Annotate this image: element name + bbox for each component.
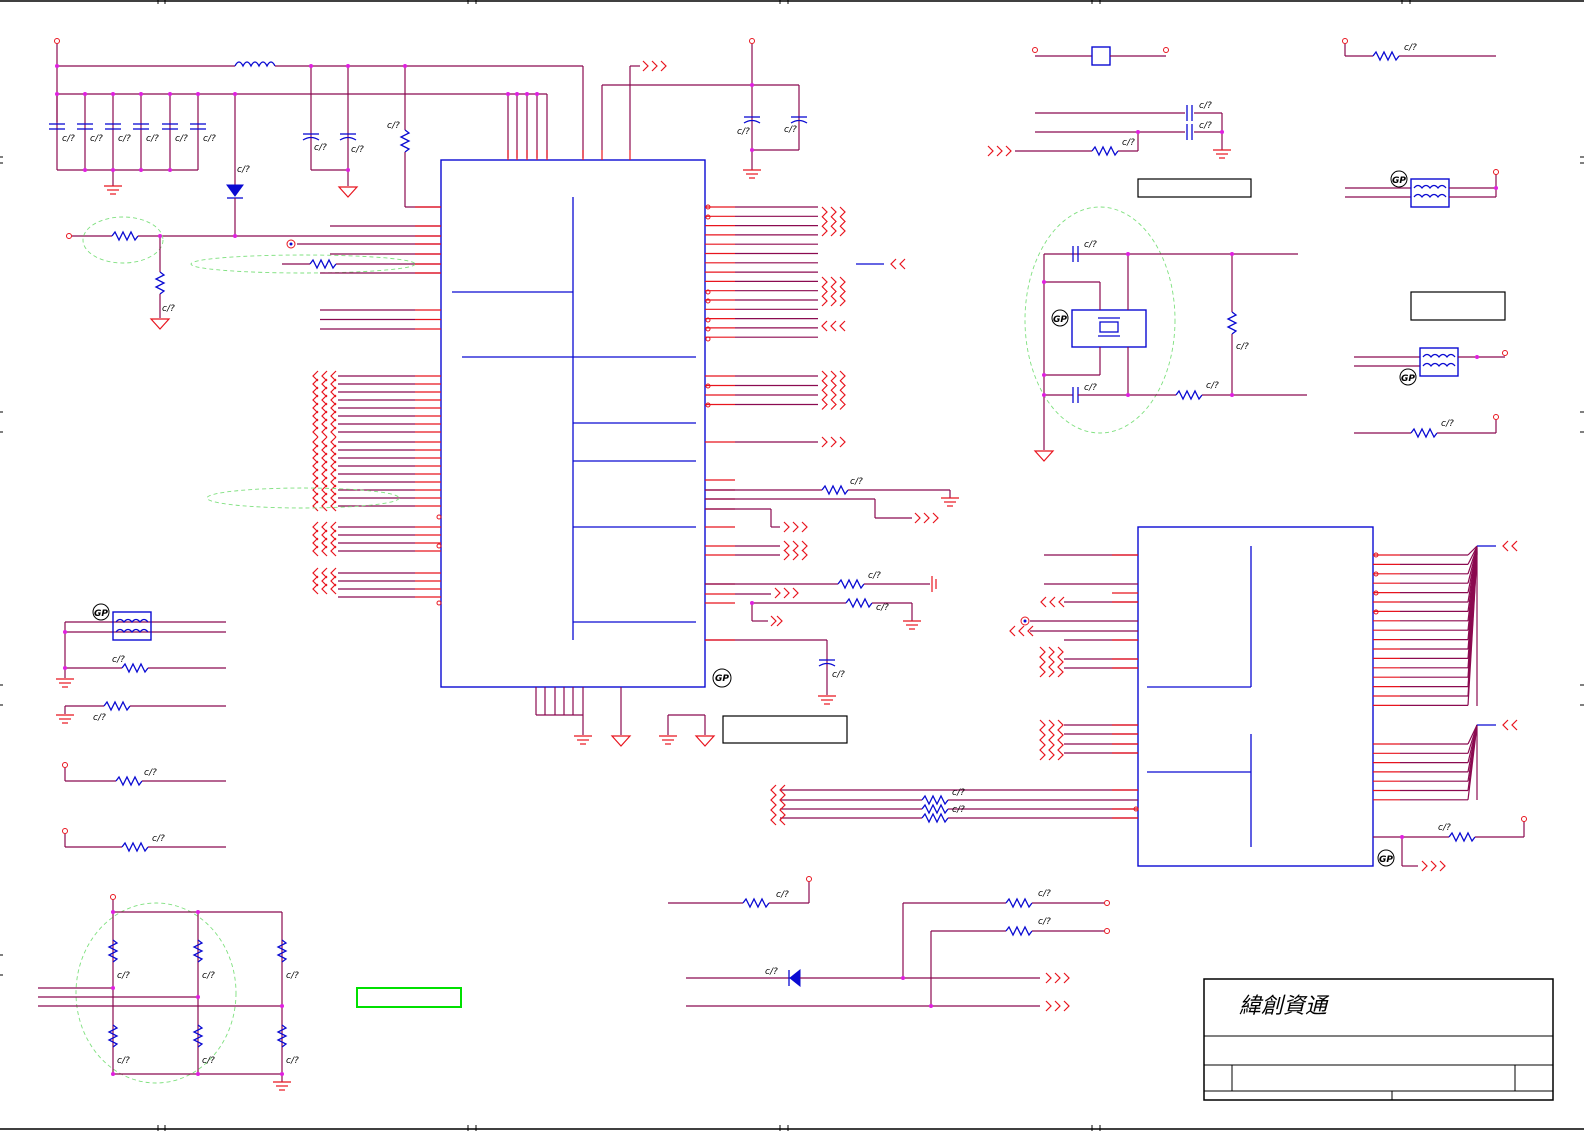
svg-text:c/?: c/?	[162, 304, 175, 314]
svg-text:c/?: c/?	[203, 134, 216, 144]
svg-text:GP: GP	[715, 674, 729, 684]
svg-text:c/?: c/?	[784, 125, 797, 135]
svg-text:c/?: c/?	[1206, 381, 1219, 391]
svg-text:c/?: c/?	[1084, 383, 1097, 393]
crystal-tag: GP	[1053, 315, 1067, 325]
svg-text:c/?: c/?	[286, 1056, 299, 1066]
ic-left-pins	[206, 206, 442, 606]
svg-text:c/?: c/?	[202, 1056, 215, 1066]
svg-text:c/?: c/?	[117, 1056, 130, 1066]
svg-text:c/?: c/?	[876, 603, 889, 613]
bottom-center-nets: c/? c/? c/? c/?	[668, 876, 1110, 1012]
company-name: 緯創資通	[1239, 994, 1330, 1019]
svg-text:c/?: c/?	[952, 805, 965, 815]
svg-text:c/?: c/?	[850, 477, 863, 487]
filter-mid-right-tag: GP	[1401, 374, 1415, 384]
secondary-ic: GP c/? c/?	[770, 526, 1527, 872]
ic-right-tag: GP	[1379, 855, 1393, 865]
ic-right-pins	[705, 204, 846, 641]
svg-text:c/?: c/?	[776, 890, 789, 900]
svg-text:c/?: c/?	[765, 967, 778, 977]
svg-text:c/?: c/?	[1199, 101, 1212, 111]
main-ic-right-nets: c/? c/? c/?	[705, 258, 959, 630]
svg-text:c/?: c/?	[1199, 121, 1212, 131]
ic-bottom-pins	[535, 687, 632, 747]
svg-text:c/?: c/?	[1038, 889, 1051, 899]
power-decoupling-network: c/? c/? c/? c/? c/? c/? c/? c/? c/? c/?	[49, 38, 584, 236]
ic-top-pins	[507, 150, 631, 160]
svg-text:c/?: c/?	[1438, 823, 1451, 833]
svg-text:c/?: c/?	[868, 571, 881, 581]
pull-resistor-bank: c/? c/? c/? c/? c/? c/?	[38, 894, 462, 1091]
svg-text:c/?: c/?	[1084, 240, 1097, 250]
svg-text:c/?: c/?	[1038, 917, 1051, 927]
far-right-filters: c/? GP GP c/?	[1342, 38, 1508, 439]
input-resistor-network: c/?	[66, 216, 441, 330]
filter-left-tag: GP	[94, 609, 108, 619]
svg-text:c/?: c/?	[152, 834, 165, 844]
svg-text:c/?: c/?	[144, 768, 157, 778]
svg-text:c/?: c/?	[112, 655, 125, 665]
svg-text:c/?: c/?	[1441, 419, 1454, 429]
svg-text:c/?: c/?	[62, 134, 75, 144]
svg-text:c/?: c/?	[237, 165, 250, 175]
top-right-nets: c/? c/? c/?	[987, 46, 1252, 198]
secondary-ic-right-pins	[1112, 545, 1478, 819]
title-block: 緯創資通	[1203, 978, 1554, 1101]
crystal-circuit: c/? GP c/? c/? c/?	[1024, 206, 1307, 462]
svg-text:c/?: c/?	[1236, 342, 1249, 352]
svg-text:c/?: c/?	[351, 145, 364, 155]
svg-text:c/?: c/?	[117, 971, 130, 981]
svg-text:c/?: c/?	[1404, 43, 1417, 53]
svg-text:c/?: c/?	[387, 121, 400, 131]
ic-tag: GP	[712, 668, 732, 688]
svg-text:c/?: c/?	[314, 143, 327, 153]
svg-text:c/?: c/?	[952, 788, 965, 798]
svg-text:c/?: c/?	[175, 134, 188, 144]
left-aux-nets: GP c/? c/? c/? c/?	[56, 603, 226, 853]
svg-text:c/?: c/?	[1122, 138, 1135, 148]
svg-text:c/?: c/?	[286, 971, 299, 981]
svg-text:c/?: c/?	[202, 971, 215, 981]
svg-text:c/?: c/?	[118, 134, 131, 144]
svg-text:c/?: c/?	[737, 127, 750, 137]
svg-text:c/?: c/?	[93, 713, 106, 723]
svg-text:c/?: c/?	[832, 670, 845, 680]
svg-text:c/?: c/?	[90, 134, 103, 144]
svg-text:c/?: c/?	[146, 134, 159, 144]
main-ic: c/? c/? GP c/?	[440, 38, 848, 747]
filter-top-right-tag: GP	[1392, 176, 1406, 186]
